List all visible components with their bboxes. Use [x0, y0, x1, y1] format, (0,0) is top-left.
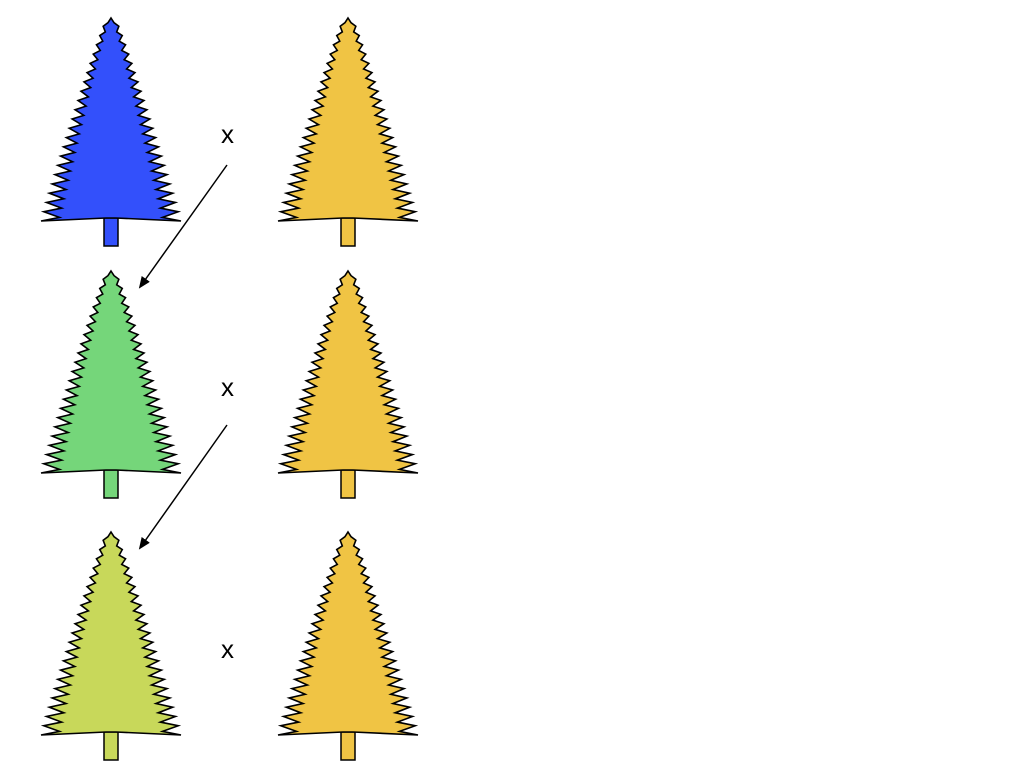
tree-trunk: [103, 469, 119, 499]
tree-trunk: [103, 731, 119, 761]
tree-trunk: [340, 217, 356, 247]
offspring-arrow-1: [138, 164, 228, 289]
blue-tree-icon: [40, 16, 182, 247]
cross-symbol: x: [221, 372, 234, 402]
offspring-arrow-2: [138, 424, 228, 550]
tree-trunk: [340, 469, 356, 499]
tree-trunk: [103, 217, 119, 247]
gold-tree-icon: [277, 16, 419, 247]
tree-trunk: [340, 731, 356, 761]
tree-crown: [277, 530, 419, 736]
tree-crown: [40, 269, 182, 474]
cross-symbol: x: [221, 634, 234, 664]
tree-crown: [40, 16, 182, 222]
cross-row-3: x: [40, 530, 419, 761]
lime-tree-icon: [40, 530, 182, 761]
tree-crown: [277, 16, 419, 222]
cross-row-1: x: [40, 16, 419, 247]
tree-crown: [40, 530, 182, 736]
cross-row-2: x: [40, 269, 419, 499]
gold-tree-icon: [277, 530, 419, 761]
green-tree-icon: [40, 269, 182, 499]
cross-symbol: x: [221, 119, 234, 149]
gold-tree-icon: [277, 269, 419, 499]
tree-crown: [277, 269, 419, 474]
